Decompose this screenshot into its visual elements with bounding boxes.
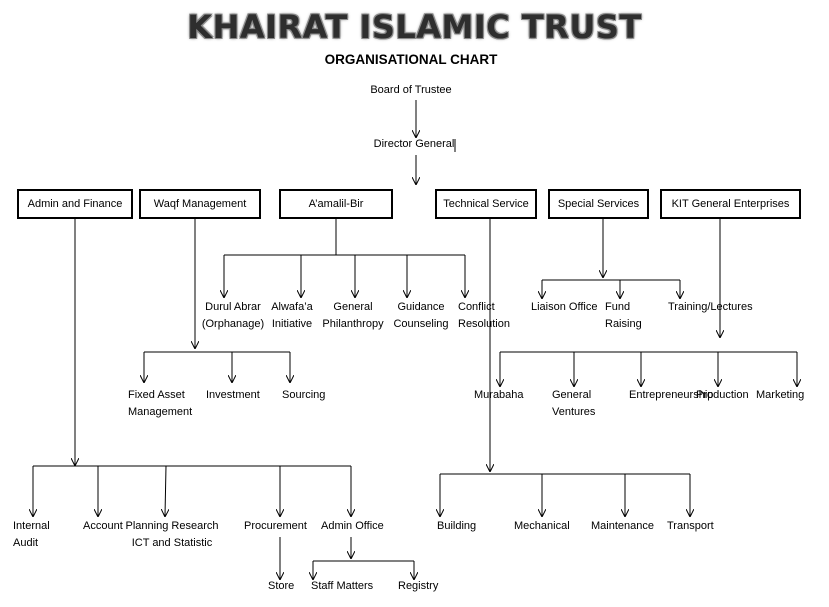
unit-account: Account xyxy=(83,520,123,532)
unit-training-lectures: Training/Lectures xyxy=(668,301,753,313)
chart-subtitle: ORGANISATIONAL CHART xyxy=(324,52,498,67)
unit-marketing: Marketing xyxy=(756,389,805,401)
unit-production: Production xyxy=(696,389,749,401)
chart-title: KHAIRAT ISLAMIC TRUST xyxy=(187,8,642,46)
board-of-trustee: Board of Trustee xyxy=(370,84,452,96)
unit-durul-abrar: Durul Abrar(Orphanage) xyxy=(201,301,265,330)
unit-staff-matters: Staff Matters xyxy=(311,580,374,592)
arrow-planning xyxy=(165,465,166,516)
unit-mechanical: Mechanical xyxy=(514,520,570,532)
dept-waqf-management: Waqf Management xyxy=(139,189,261,219)
unit-entrepreneurship: Entrepreneurship xyxy=(629,389,714,401)
unit-building: Building xyxy=(437,520,477,532)
unit-investment: Investment xyxy=(206,389,260,401)
dept-amalil-bir: A’amalil-Bir xyxy=(279,189,393,219)
unit-registry: Registry xyxy=(398,580,439,592)
dept-kit-general-enterprises: KIT General Enterprises xyxy=(660,189,801,219)
unit-sourcing: Sourcing xyxy=(282,389,326,401)
dept-special-services: Special Services xyxy=(548,189,649,219)
dept-admin-finance: Admin and Finance xyxy=(17,189,133,219)
unit-transport: Transport xyxy=(667,520,714,532)
unit-maintenance: Maintenance xyxy=(591,520,654,532)
dept-technical-service: Technical Service xyxy=(435,189,537,219)
director-general: Director General xyxy=(373,138,455,150)
unit-store: Store xyxy=(268,580,295,592)
unit-murabaha: Murabaha xyxy=(474,389,524,401)
unit-admin-office: Admin Office xyxy=(321,520,384,532)
unit-liaison-office: Liaison Office xyxy=(531,301,598,313)
unit-procurement: Procurement xyxy=(244,520,307,532)
